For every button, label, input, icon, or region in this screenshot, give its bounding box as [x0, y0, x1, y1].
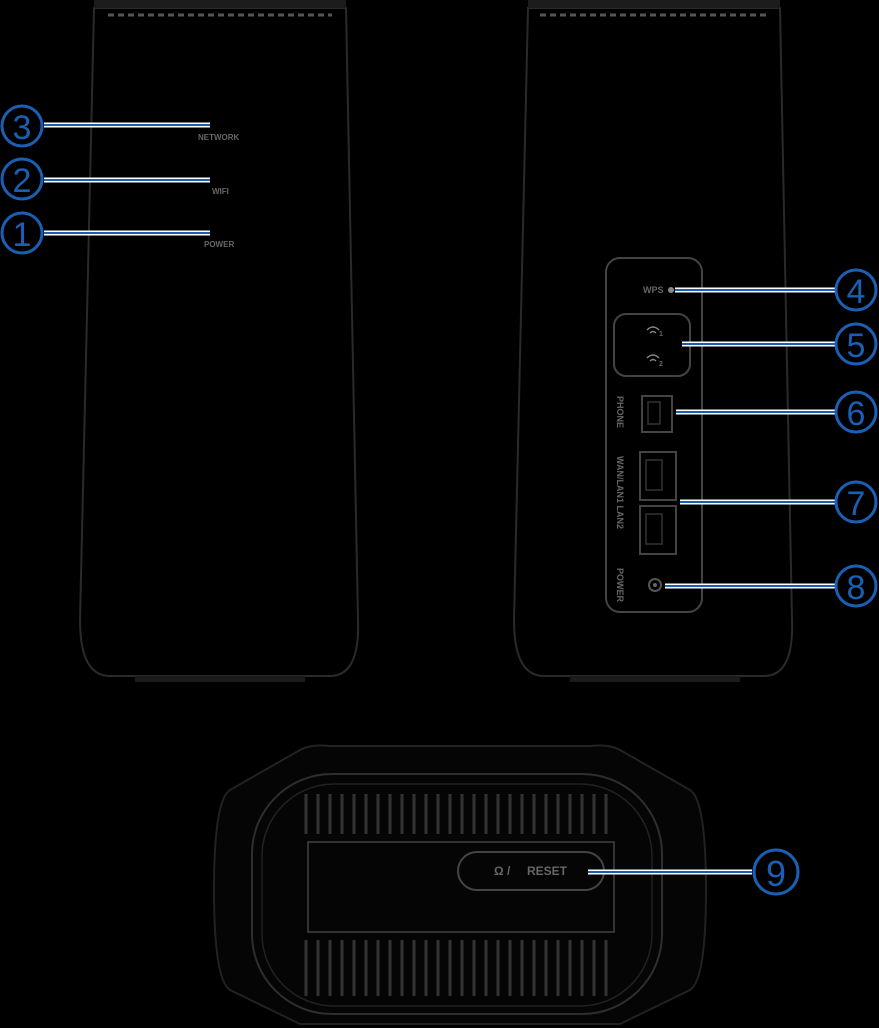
- vent-slots-top: [304, 794, 608, 834]
- callout-number: 6: [847, 395, 866, 433]
- callout-circle: [834, 390, 878, 434]
- power-jack-icon: [648, 578, 662, 592]
- svg-text:Ω /: Ω /: [494, 864, 511, 878]
- wps-button-icon: [668, 287, 674, 293]
- callout-circle: [834, 268, 878, 312]
- lan2-port-icon: [639, 505, 677, 555]
- wifi-1-icon: [646, 326, 660, 334]
- wifi-2-number: 2: [659, 361, 663, 368]
- callout-number: 8: [847, 569, 866, 607]
- wps-label: WPS: [643, 285, 664, 295]
- callout-wps: WPS 4: [643, 268, 878, 312]
- callout-circle: [0, 157, 44, 201]
- power-port-label: POWER: [615, 568, 625, 603]
- callout-power-port: POWER 8: [615, 564, 878, 608]
- bottom-view: Ω / RESET 9: [212, 744, 800, 1025]
- wifi-2-icon: [646, 354, 660, 362]
- callout-number: 3: [13, 109, 32, 147]
- led-label-wifi: WIFI: [212, 187, 229, 196]
- callout-circle: [834, 480, 878, 524]
- callout-lan-ports: WAN/LAN1 LAN2 7: [615, 451, 878, 555]
- callout-circle: [834, 564, 878, 608]
- phone-port-icon: [641, 395, 673, 433]
- port-panel: [605, 257, 703, 613]
- callout-power-led: 1 POWER: [0, 211, 234, 255]
- wifi-button-box: [613, 313, 691, 377]
- reset-label: RESET: [527, 864, 568, 878]
- callout-phone: PHONE 6: [615, 390, 878, 434]
- callout-circle: [834, 322, 878, 366]
- callout-number: 5: [847, 327, 866, 365]
- callout-wifi-buttons: 1 2 5: [613, 313, 878, 377]
- callout-network: 3 NETWORK: [0, 104, 240, 148]
- callout-circle: [752, 848, 800, 896]
- callout-number: 2: [13, 162, 32, 200]
- back-view: WPS 4 1 2 5 PHONE 6: [512, 0, 878, 682]
- phone-label: PHONE: [615, 396, 625, 428]
- wifi-1-number: 1: [659, 331, 663, 338]
- callout-circle: [0, 104, 44, 148]
- led-label-network: NETWORK: [198, 133, 240, 142]
- callout-number: 1: [13, 216, 32, 254]
- callout-circle: [0, 211, 44, 255]
- callout-wifi: 2 WIFI: [0, 157, 229, 201]
- label-plate: [307, 841, 615, 933]
- callout-number: 4: [847, 273, 866, 311]
- vent-slots-bottom: [304, 940, 608, 996]
- callout-number: 7: [847, 485, 866, 523]
- callout-number: 9: [766, 853, 786, 894]
- front-view: 3 NETWORK 2 WIFI 1 POWER: [0, 0, 360, 682]
- led-label-power: POWER: [204, 240, 234, 249]
- lan-label: WAN/LAN1 LAN2: [615, 456, 625, 529]
- wan-lan1-port-icon: [639, 451, 677, 501]
